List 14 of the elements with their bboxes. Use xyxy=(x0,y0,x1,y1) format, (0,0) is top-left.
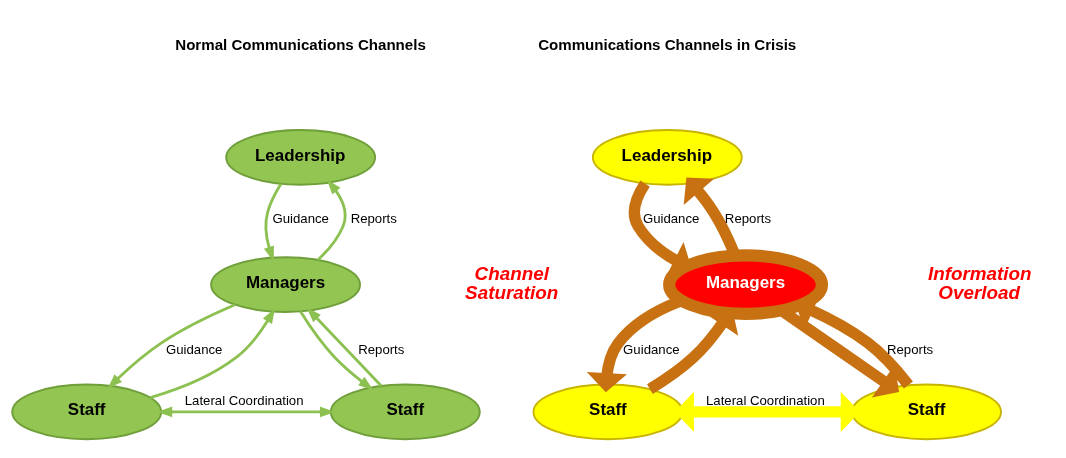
edge-label: Reports xyxy=(887,341,934,357)
edge-label: Lateral Coordination xyxy=(706,392,825,408)
edge-label: Lateral Coordination xyxy=(184,392,304,408)
edge-label: Guidance xyxy=(623,341,680,357)
edge-label: Reports xyxy=(724,210,772,226)
edge-label: Guidance xyxy=(642,210,700,226)
edge-label: Guidance xyxy=(272,210,329,226)
label: Channel Saturation xyxy=(465,262,559,303)
label: Normal Communications Channels xyxy=(175,35,426,53)
edge-label: Guidance xyxy=(165,341,223,357)
label: Communications Channels in Crisis xyxy=(538,35,797,53)
label: Information Overload xyxy=(927,262,1032,303)
edge-label: Reports xyxy=(350,210,397,226)
edge-label: Reports xyxy=(358,341,405,357)
